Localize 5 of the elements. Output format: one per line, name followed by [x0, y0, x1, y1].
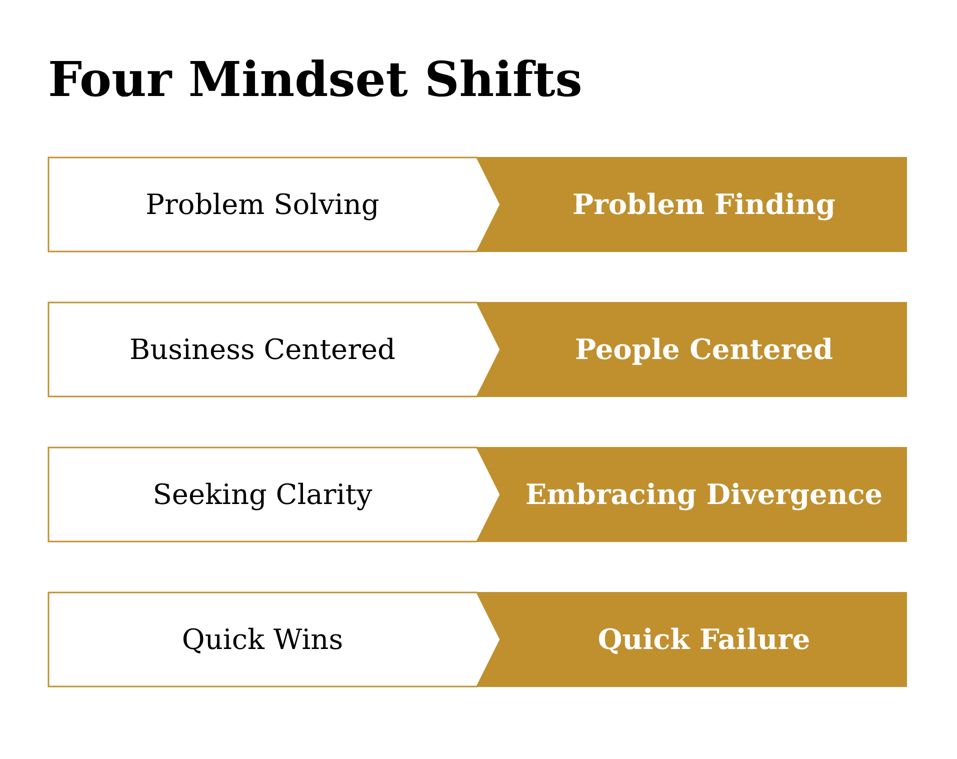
shift-to-box: Problem Finding [477, 157, 907, 252]
shift-to-box: Quick Failure [477, 592, 907, 687]
shift-to-box: Embracing Divergence [477, 447, 907, 542]
title: Four Mindset Shifts [48, 52, 582, 110]
shift-to-box: People Centered [477, 302, 907, 397]
